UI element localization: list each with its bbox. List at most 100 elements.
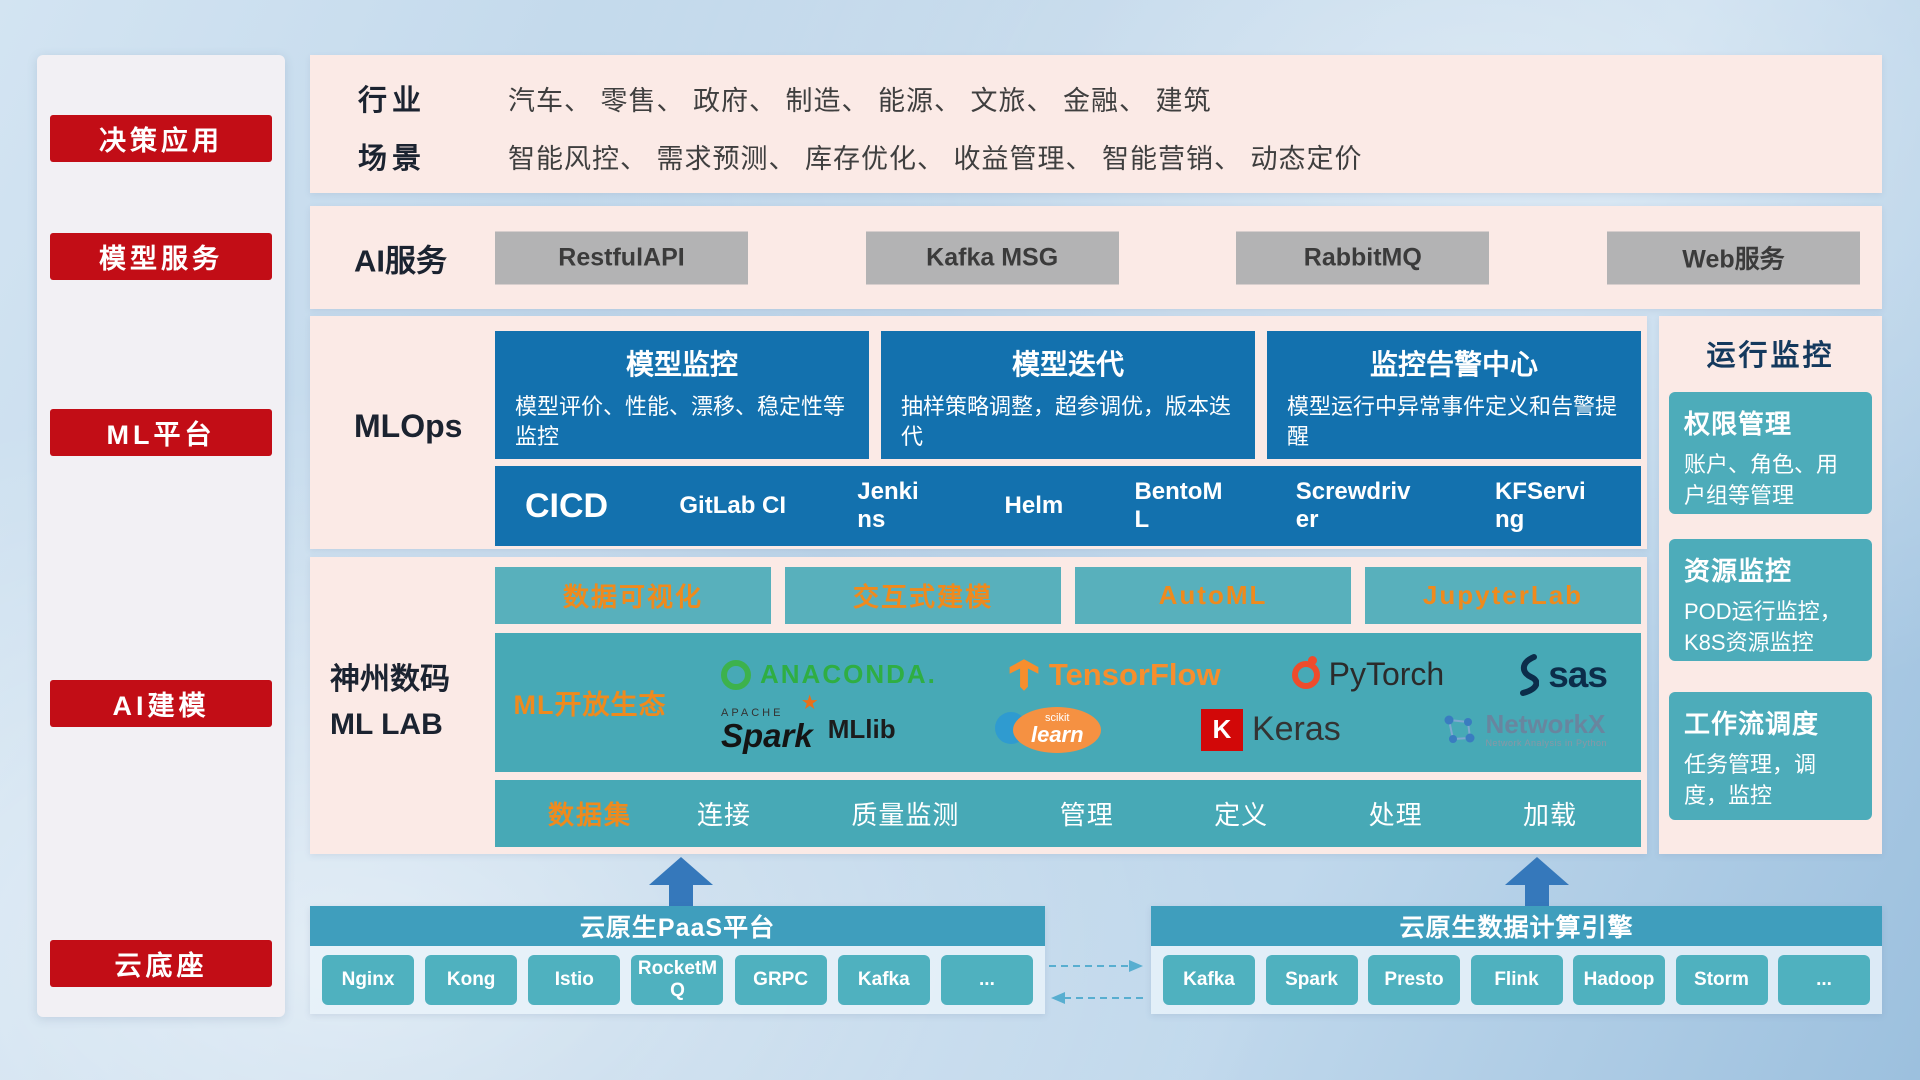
runtime-monitor-title: 运行监控 bbox=[1706, 340, 1835, 372]
cicd-bar: CICD GitLab CI Jenkins Helm BentoML Scre… bbox=[495, 466, 1641, 546]
chip-hadoop: Hadoop bbox=[1573, 955, 1665, 1005]
mllab-label: 神州数码 ML LAB bbox=[330, 657, 492, 747]
tensorflow-logo: TensorFlow bbox=[1008, 657, 1221, 693]
cloud-paas-items: Nginx Kong Istio RocketMQ GRPC Kafka ... bbox=[310, 946, 1045, 1014]
up-arrow-icon bbox=[1505, 857, 1569, 907]
ai-service-panel: AI服务 RestfulAPI Kafka MSG RabbitMQ Web服务 bbox=[310, 206, 1882, 309]
up-arrow-head bbox=[1505, 857, 1569, 885]
tool-data-visualization: 数据可视化 bbox=[495, 567, 771, 624]
dataset-bar: 数据集 连接 质量监测 管理 定义 处理 加载 bbox=[495, 780, 1641, 847]
up-arrow-stem bbox=[669, 885, 693, 907]
scenario-label: 场景 bbox=[358, 143, 427, 175]
runtime-monitor-panel: 运行监控 权限管理 账户、角色、用户组等管理 资源监控 POD运行监控，K8S资… bbox=[1659, 316, 1882, 854]
cloud-paas-section: 云原生PaaS平台 Nginx Kong Istio RocketMQ GRPC… bbox=[310, 906, 1045, 1014]
industry-scenario-panel: 行业 汽车、 零售、 政府、 制造、 能源、 文旅、 金融、 建筑 场景 智能风… bbox=[310, 55, 1882, 193]
anaconda-text: ANACONDA. bbox=[760, 659, 937, 689]
industry-row: 行业 汽车、 零售、 政府、 制造、 能源、 文旅、 金融、 建筑 bbox=[358, 77, 1858, 119]
networkx-text-block: NetworkX Network Analysis in Python bbox=[1485, 710, 1607, 748]
chip-flink: Flink bbox=[1470, 955, 1563, 1005]
industry-label: 行业 bbox=[358, 85, 427, 117]
scikit-learn-badge: scikit learn bbox=[1013, 706, 1102, 753]
cicd-screwdriver: Screwdriver bbox=[1295, 478, 1411, 533]
tool-jupyterlab: JupyterLab bbox=[1365, 567, 1641, 624]
card-desc: 任务管理，调度，监控 bbox=[1684, 752, 1817, 808]
service-web: Web服务 bbox=[1606, 231, 1860, 284]
ml-ecosystem-logos: ANACONDA. TensorFlow PyTorch bbox=[685, 653, 1641, 753]
learn-text: learn bbox=[1030, 722, 1084, 747]
networkx-logo: NetworkX Network Analysis in Python bbox=[1440, 710, 1607, 748]
ai-service-buttons: RestfulAPI Kafka MSG RabbitMQ Web服务 bbox=[495, 231, 1860, 284]
scikit-learn-logo: scikit learn bbox=[995, 706, 1102, 753]
cloud-paas-title: 云原生PaaS平台 bbox=[310, 906, 1045, 946]
cicd-jenkins: Jenkins bbox=[857, 478, 919, 533]
card-title: 工作流调度 bbox=[1684, 709, 1820, 739]
dataset-connect: 连接 bbox=[697, 800, 752, 830]
card-model-iteration: 模型迭代 抽样策略调整，超参调优，版本迭代 bbox=[881, 331, 1255, 459]
sas-text: sas bbox=[1548, 653, 1608, 695]
spark-logo: ★ APACHE Spark bbox=[721, 693, 819, 754]
dataset-items: 连接 质量监测 管理 定义 处理 加载 bbox=[685, 795, 1641, 832]
dataset-process: 处理 bbox=[1368, 800, 1423, 830]
mlops-cards: 模型监控 模型评价、性能、漂移、稳定性等监控 模型迭代 抽样策略调整，超参调优，… bbox=[495, 331, 1641, 459]
layer-ai-modeling: AI建模 bbox=[50, 680, 272, 727]
sas-icon bbox=[1520, 653, 1540, 696]
industry-value: 汽车、 零售、 政府、 制造、 能源、 文旅、 金融、 建筑 bbox=[508, 85, 1212, 116]
card-resource-monitoring: 资源监控 POD运行监控，K8S资源监控 bbox=[1669, 539, 1872, 661]
mllab-panel: 神州数码 ML LAB 数据可视化 交互式建模 AutoML JupyterLa… bbox=[310, 557, 1647, 854]
card-desc: POD运行监控，K8S资源监控 bbox=[1684, 599, 1842, 655]
card-permission-management: 权限管理 账户、角色、用户组等管理 bbox=[1669, 392, 1872, 514]
chip-grpc: GRPC bbox=[734, 955, 827, 1005]
pytorch-flame-dot bbox=[1307, 655, 1317, 665]
service-restfulapi: RestfulAPI bbox=[495, 231, 748, 284]
chip-kafka: Kafka bbox=[837, 955, 930, 1005]
tool-automl: AutoML bbox=[1075, 567, 1351, 624]
cloud-engine-title: 云原生数据计算引擎 bbox=[1151, 906, 1882, 946]
dataset-label: 数据集 bbox=[547, 800, 632, 830]
layer-model-services: 模型服务 bbox=[50, 233, 272, 280]
cloud-engine-items: Kafka Spark Presto Flink Hadoop Storm ..… bbox=[1151, 946, 1882, 1014]
mllab-label-line1: 神州数码 bbox=[330, 663, 450, 696]
chip-storm: Storm bbox=[1675, 955, 1768, 1005]
chip-more: ... bbox=[940, 955, 1033, 1005]
cicd-kfserving: KFServing bbox=[1494, 478, 1586, 533]
card-title: 资源监控 bbox=[1684, 556, 1793, 586]
networkx-icon bbox=[1444, 715, 1475, 744]
apache-text: APACHE bbox=[721, 706, 784, 719]
service-rabbitmq: RabbitMQ bbox=[1236, 231, 1490, 284]
card-title: 权限管理 bbox=[1684, 409, 1793, 439]
card-desc: 模型运行中异常事件定义和告警提醒 bbox=[1287, 394, 1618, 449]
chip-kafka: Kafka bbox=[1163, 955, 1255, 1005]
dataset-manage: 管理 bbox=[1059, 800, 1114, 830]
scikit-text: scikit bbox=[1045, 712, 1070, 724]
dataset-load: 加载 bbox=[1522, 800, 1577, 830]
keras-text: Keras bbox=[1251, 710, 1341, 748]
chip-nginx: Nginx bbox=[322, 955, 414, 1005]
chip-rocketmq: RocketMQ bbox=[631, 955, 724, 1005]
mllab-label-line2: ML LAB bbox=[330, 708, 443, 741]
anaconda-logo: ANACONDA. bbox=[721, 659, 937, 690]
card-desc: 模型评价、性能、漂移、稳定性等监控 bbox=[515, 394, 846, 449]
dashed-arrow-icon bbox=[1049, 960, 1143, 1004]
up-arrow-head bbox=[649, 857, 713, 885]
up-arrow-stem bbox=[1525, 885, 1549, 907]
ai-service-label: AI服务 bbox=[354, 243, 447, 278]
cicd-bentoml: BentoML bbox=[1134, 478, 1223, 533]
spark-text: Spark bbox=[721, 716, 813, 754]
dataset-define: 定义 bbox=[1214, 800, 1269, 830]
keras-icon: K bbox=[1200, 708, 1243, 751]
layer-decision-apps: 决策应用 bbox=[50, 115, 272, 162]
mllib-text: MLlib bbox=[827, 714, 896, 744]
card-title: 模型迭代 bbox=[1011, 349, 1124, 380]
card-desc: 账户、角色、用户组等管理 bbox=[1684, 452, 1839, 508]
layer-ml-platform: ML平台 bbox=[50, 409, 272, 456]
dataset-quality: 质量监测 bbox=[851, 800, 960, 830]
cicd-gitlab-ci: GitLab CI bbox=[679, 492, 787, 520]
card-alert-center: 监控告警中心 模型运行中异常事件定义和告警提醒 bbox=[1267, 331, 1641, 459]
chip-spark: Spark bbox=[1265, 955, 1358, 1005]
scenario-value: 智能风控、 需求预测、 库存优化、 收益管理、 智能营销、 动态定价 bbox=[508, 143, 1363, 174]
pytorch-text: PyTorch bbox=[1328, 656, 1445, 692]
ml-ecosystem-label: ML开放生态 bbox=[513, 690, 667, 720]
tensorflow-text: TensorFlow bbox=[1048, 656, 1221, 692]
tool-interactive-modeling: 交互式建模 bbox=[785, 567, 1061, 624]
